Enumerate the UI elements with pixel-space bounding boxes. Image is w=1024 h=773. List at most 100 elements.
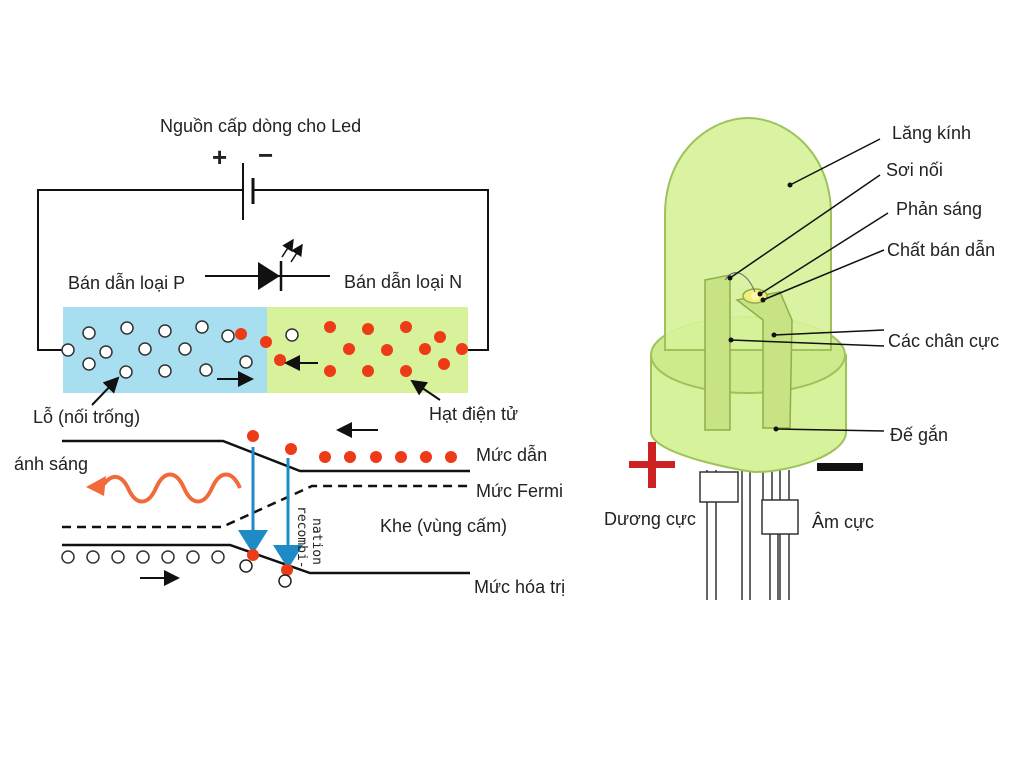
recombined-hole-1	[239, 559, 253, 573]
valence-band-label: Mức hóa trị	[474, 577, 565, 597]
recombining-electron-2	[285, 443, 297, 455]
electron-particle	[260, 336, 272, 348]
hole-label: Lỗ (nối trống)	[33, 406, 140, 427]
electron-particle	[456, 343, 468, 355]
conduction-electron	[344, 451, 356, 463]
recombined-electron-1	[247, 549, 259, 561]
hole-particle	[99, 345, 113, 359]
band-gap-label: Khe (vùng cấm)	[380, 516, 507, 536]
hole-particle	[199, 363, 213, 377]
bond-wire-label: Sơi nối	[886, 160, 943, 180]
n-type-label: Bán dẫn loại N	[344, 271, 462, 292]
leads-label: Các chân cực	[888, 331, 999, 351]
n-region	[267, 307, 468, 393]
valence-hole	[61, 550, 75, 564]
cathode-anvil	[735, 291, 793, 429]
lens-label: Lăng kính	[892, 123, 971, 143]
valence-hole	[136, 550, 150, 564]
valence-hole	[186, 550, 200, 564]
electron-particle	[362, 323, 374, 335]
conduction-electron	[370, 451, 382, 463]
hole-particle	[239, 355, 253, 369]
light-label: ánh sáng	[14, 454, 88, 474]
electron-particle	[343, 343, 355, 355]
hole-particle	[61, 343, 75, 357]
band-holes-group	[61, 550, 225, 564]
hole-particle	[178, 342, 192, 356]
battery-plus-sign: +	[212, 142, 227, 172]
base-label: Đế gắn	[890, 424, 948, 445]
power-supply-label: Nguồn cấp dòng cho Led	[160, 116, 361, 136]
conduction-electron	[319, 451, 331, 463]
hole-particle	[82, 357, 96, 371]
fermi-level-label: Mức Fermi	[476, 481, 563, 501]
led-drawing: Lăng kính Sơi nối Phản sáng Chất bán dẫn…	[604, 116, 999, 600]
conduction-band-line	[62, 439, 470, 473]
cathode-minus-sign	[817, 463, 863, 471]
hole-particle	[158, 364, 172, 378]
valence-band-line	[62, 543, 470, 575]
cathode-lead-bend	[761, 499, 799, 535]
p-region	[63, 307, 267, 393]
electron-pointer	[410, 379, 441, 401]
battery-minus-sign: −	[258, 140, 273, 170]
recombining-electron-1	[247, 430, 259, 442]
wire-left	[37, 189, 243, 351]
valence-hole	[86, 550, 100, 564]
electron-particle	[274, 354, 286, 366]
conduction-electron	[445, 451, 457, 463]
valence-hole	[111, 550, 125, 564]
anode-post	[704, 274, 731, 431]
electron-particle	[419, 343, 431, 355]
hole-particle	[138, 342, 152, 356]
electron-particle	[362, 365, 374, 377]
anode-plus-vertical	[648, 442, 656, 488]
hole-particle	[221, 329, 235, 343]
photon-arrowhead	[86, 476, 106, 496]
valence-hole	[211, 550, 225, 564]
fermi-level-line	[62, 484, 470, 529]
hole-particle	[285, 328, 299, 342]
valence-hole	[161, 550, 175, 564]
recombination-label-2: nation	[309, 518, 324, 565]
wire-right	[253, 189, 489, 351]
bond-wire	[724, 272, 756, 293]
anode-label: Dương cực	[604, 509, 696, 529]
electron-particle	[381, 344, 393, 356]
cathode-label: Âm cực	[812, 512, 874, 532]
recombined-electron-2	[281, 564, 293, 576]
callout-dots	[727, 182, 793, 432]
diode-symbol	[205, 238, 330, 291]
conduction-band-label: Mức dẫn	[476, 444, 547, 465]
hole-particle	[158, 324, 172, 338]
photon-wave	[102, 472, 242, 504]
hole-particle	[195, 320, 209, 334]
conduction-electron	[395, 451, 407, 463]
electron-particle	[400, 365, 412, 377]
electron-particle	[400, 321, 412, 333]
hole-pointer	[91, 376, 120, 406]
anode-lead-bend	[699, 471, 739, 503]
holes-group	[61, 320, 299, 379]
electron-label: Hạt điện tử	[429, 404, 518, 424]
reflector-label: Phản sáng	[896, 199, 982, 219]
callout-lines	[729, 138, 889, 432]
semiconductor-label: Chất bán dẫn	[887, 239, 995, 260]
electron-particle	[324, 321, 336, 333]
electron-particle	[438, 358, 450, 370]
band-diagram: recombi- nation ánh sáng Mức dẫn Mức Fer…	[14, 422, 565, 597]
hole-particle	[82, 326, 96, 340]
hole-particle	[119, 365, 133, 379]
band-electrons-group	[319, 451, 457, 463]
recombined-hole-2	[278, 574, 292, 588]
electrons-group	[235, 321, 468, 377]
electron-particle	[235, 328, 247, 340]
hole-particle	[120, 321, 134, 335]
semiconductor-chip	[751, 292, 759, 300]
circuit: Nguồn cấp dòng cho Led + − Bán dẫn loại …	[33, 116, 518, 427]
electron-particle	[324, 365, 336, 377]
recombination-label-1: recombi-	[294, 506, 309, 569]
electron-particle	[434, 331, 446, 343]
